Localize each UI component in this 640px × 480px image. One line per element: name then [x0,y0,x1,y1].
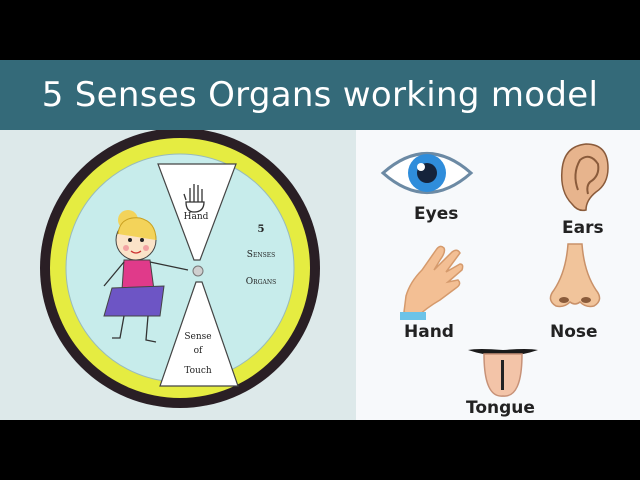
senses-wheel [40,130,320,408]
organ-label-ears: Ears [562,218,604,238]
model-photo: Hand Sense of Touch 5 Senses Organs [0,130,356,420]
bottom-window [159,281,239,387]
ear-icon [560,143,609,212]
bottom-window-label-line3: Touch [184,366,212,376]
eye-icon [380,152,474,194]
center-label-line1: 5 [257,224,265,235]
center-label-line2: Senses [246,250,276,260]
organ-label-nose: Nose [550,322,598,342]
title-banner: 5 Senses Organs working model [0,60,640,130]
bottom-window-label-line1: Sense [184,332,212,342]
organ-label-hand: Hand [404,322,454,342]
banner-title: 5 Senses Organs working model [41,75,599,115]
girl-drawing [103,210,189,343]
organ-label-eyes: Eyes [414,204,459,224]
hand-icon [400,245,464,320]
tongue-icon [468,349,538,397]
hand-sketch-icon [183,184,205,213]
center-label-line3: Organs [245,277,277,287]
organ-label-tongue: Tongue [466,398,535,418]
bottom-window-label-line2: of [193,346,203,356]
nose-icon [549,243,601,308]
top-window-label: Hand [183,212,209,222]
center-pin [192,265,204,277]
organ-chart: Eyes Ears Hand Nose Tongue [356,130,640,420]
